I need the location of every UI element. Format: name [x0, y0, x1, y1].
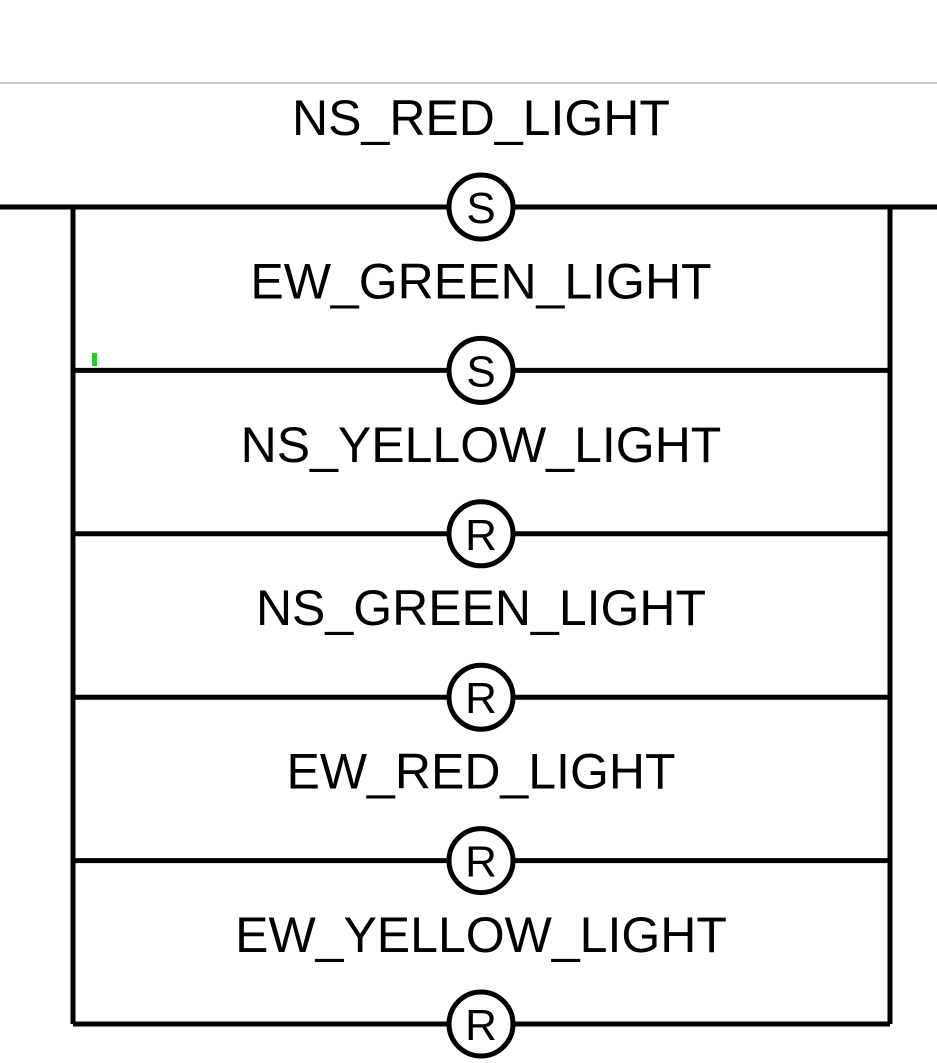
coil-label: NS_YELLOW_LIGHT — [241, 417, 722, 473]
coil-label: NS_RED_LIGHT — [292, 90, 670, 146]
coil-type-symbol: R — [465, 674, 497, 723]
coil-type-symbol: S — [466, 184, 495, 233]
reset-coil-icon[interactable] — [446, 662, 516, 732]
reset-coil-icon[interactable] — [446, 989, 516, 1059]
coil-type-symbol: R — [465, 511, 497, 560]
coil-label: EW_GREEN_LIGHT — [250, 253, 711, 309]
coil-rung[interactable]: R NS_GREEN_LIGHT — [73, 580, 890, 732]
reset-coil-icon[interactable] — [446, 499, 516, 569]
coil-rung[interactable]: S EW_GREEN_LIGHT — [73, 253, 890, 405]
coil-label: EW_YELLOW_LIGHT — [235, 907, 727, 963]
coil-rung[interactable]: R NS_YELLOW_LIGHT — [73, 417, 890, 569]
coil-label: EW_RED_LIGHT — [287, 744, 676, 800]
cursor-marker — [92, 353, 97, 366]
set-coil-icon[interactable] — [446, 335, 516, 405]
coil-label: NS_GREEN_LIGHT — [256, 580, 706, 636]
coil-rung[interactable]: R EW_YELLOW_LIGHT — [73, 907, 890, 1059]
coil-rung[interactable]: S NS_RED_LIGHT — [73, 90, 890, 242]
reset-coil-icon[interactable] — [446, 826, 516, 896]
coil-type-symbol: R — [465, 838, 497, 887]
coil-type-symbol: R — [465, 1001, 497, 1050]
coil-type-symbol: S — [466, 347, 495, 396]
coil-rung[interactable]: R EW_RED_LIGHT — [73, 744, 890, 896]
set-coil-icon[interactable] — [446, 172, 516, 242]
coil-rungs: S NS_RED_LIGHT S EW_GREEN_LIGHT R NS_YELLOW_L… — [73, 90, 890, 1059]
